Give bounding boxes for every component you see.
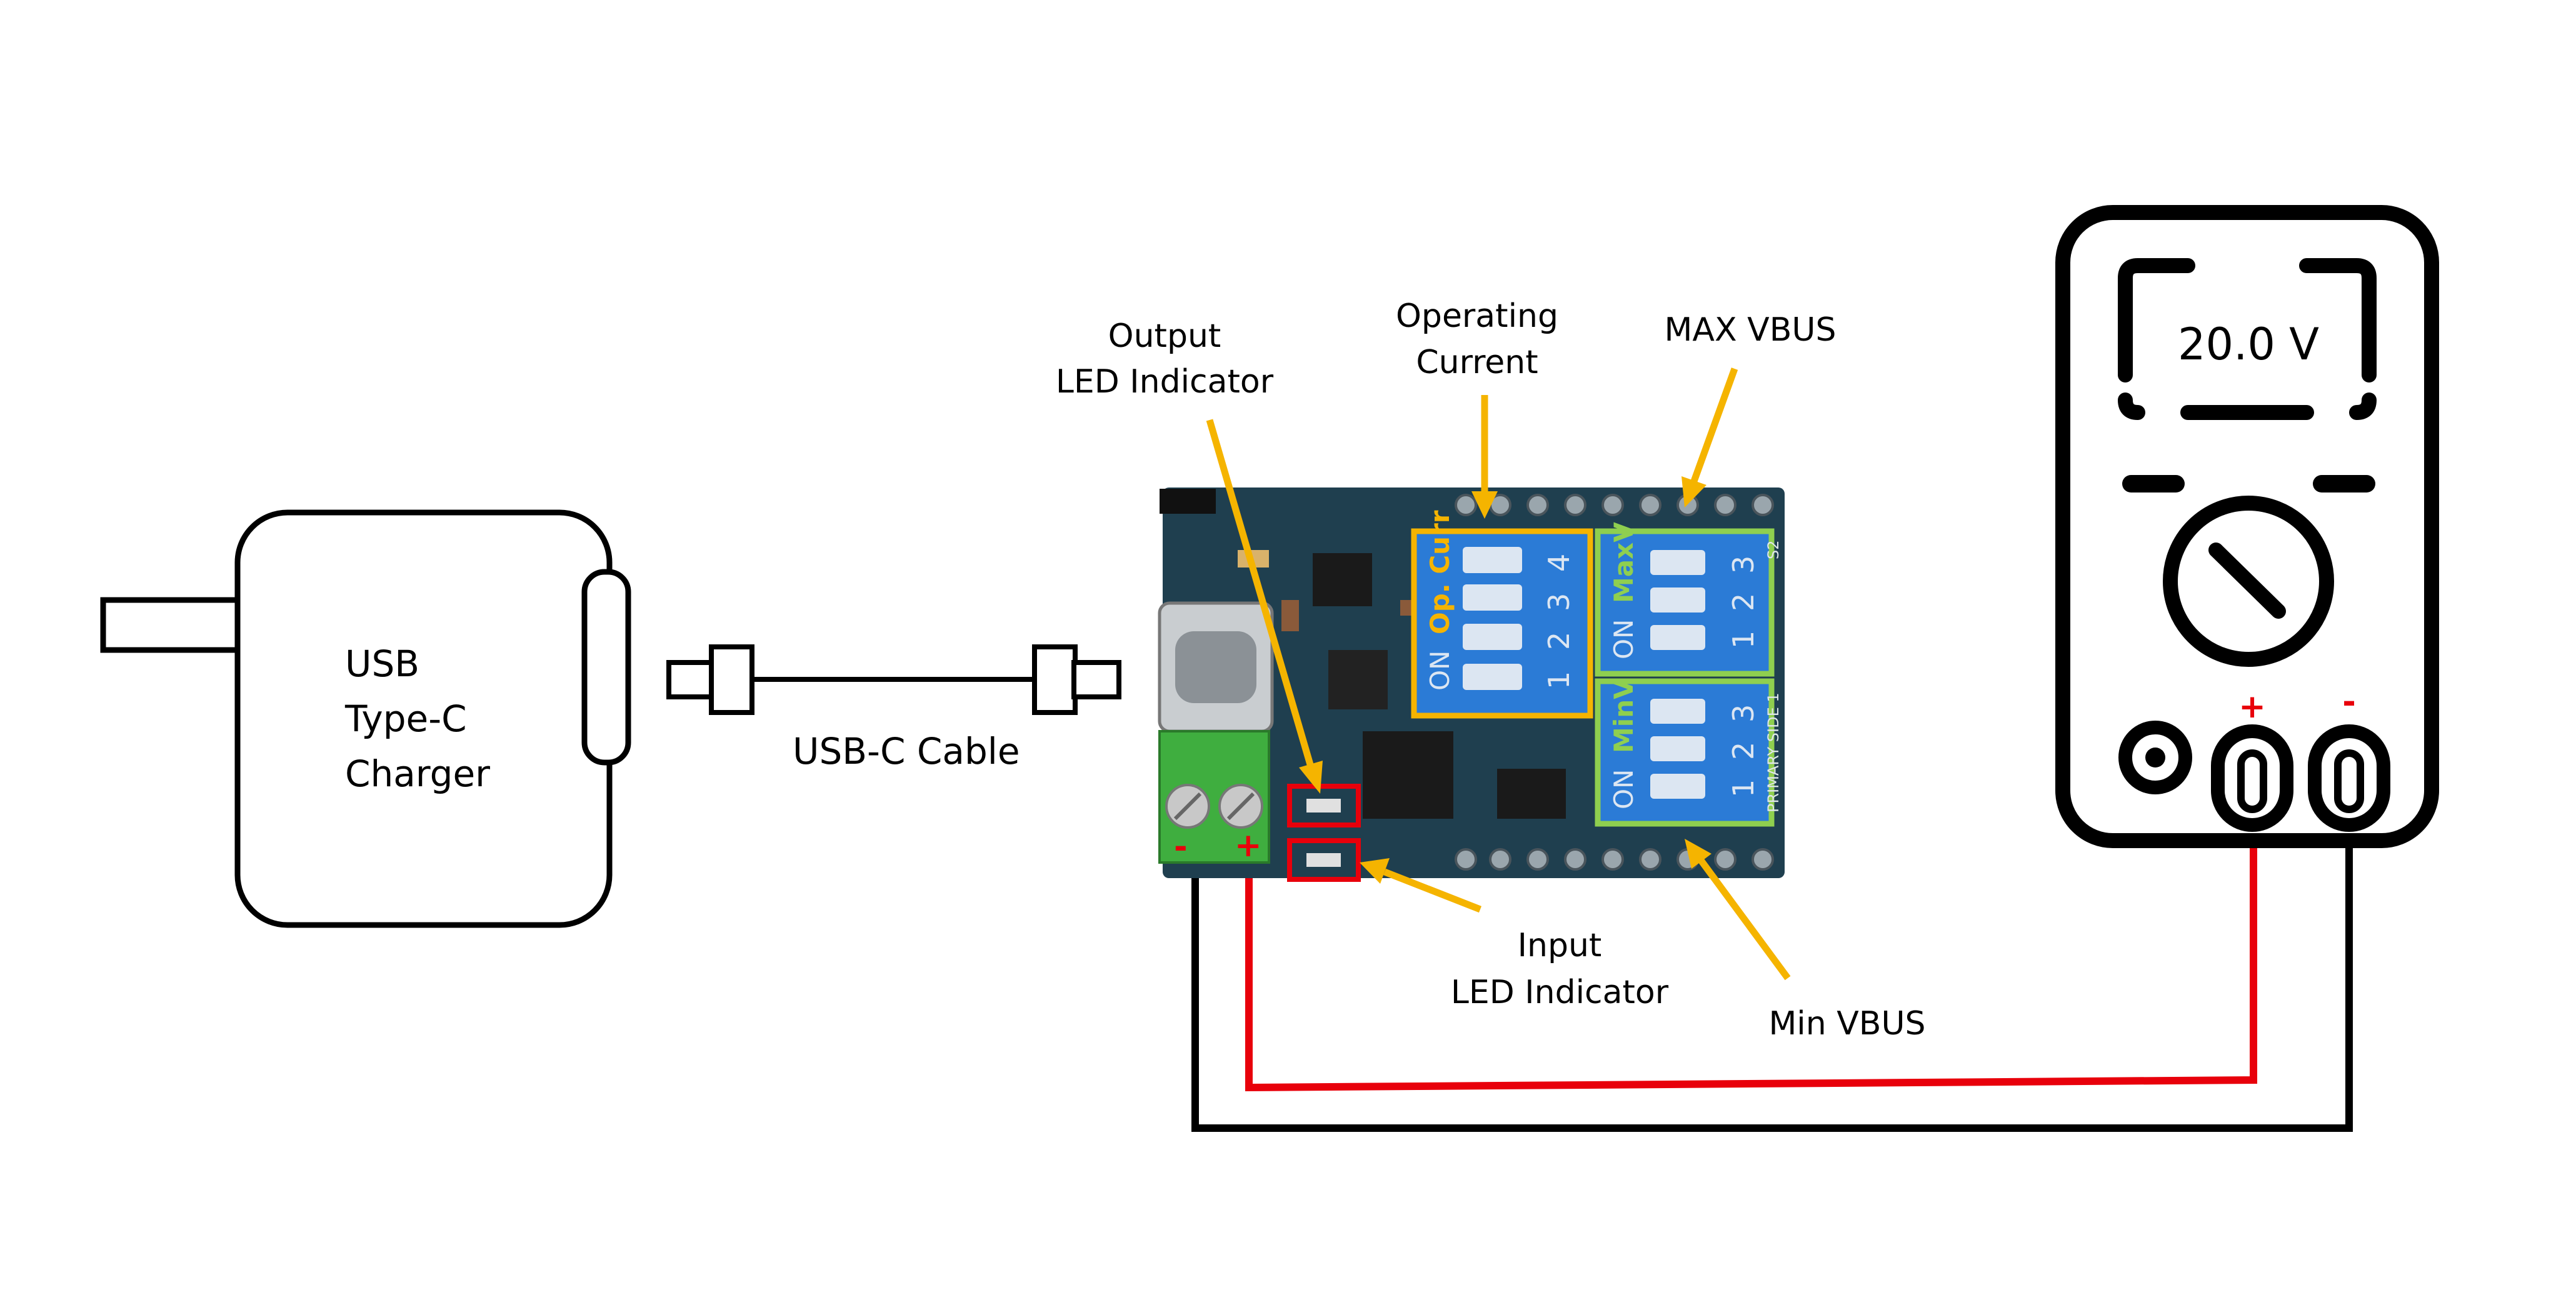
dip-minv-slot-2 [1650,736,1705,761]
label-min-vbus: Min VBUS [1768,1005,1925,1042]
multimeter-negative-jack-inner [2334,749,2364,813]
charger-label-line1: USB [345,642,419,685]
silk-s2: S2 [1765,540,1782,559]
dip-opcurrent-num-4: 4 [1542,554,1576,572]
multimeter-display-reading: 20.0 V [2178,319,2319,370]
label-input-led-line1: Input [1518,927,1602,964]
terminal-minus-label: - [1174,828,1188,866]
output-led-highlight [1287,784,1361,828]
arrow-min-vbus [1697,857,1791,981]
input-led [1306,853,1341,867]
dip-minv-num-2: 2 [1727,742,1760,760]
arrow-max-vbus [1690,368,1738,482]
silk-primary-side: PRIMARY SIDE 1 [1765,692,1782,812]
dip-minv-slot-1 [1650,774,1705,799]
wire-positive [1245,812,2257,1092]
dip-maxv-num-2: 2 [1727,593,1760,611]
terminal-plus-label: + [1235,827,1262,864]
multimeter-positive-jack-inner [2237,749,2267,813]
arrow-input-led-head [1360,858,1390,884]
cable-plug-left-body [709,644,754,715]
ic-controller [1328,650,1388,709]
mosfet [1363,731,1453,819]
arrow-output-led-head [1299,761,1323,794]
arrow-input-led [1383,868,1482,913]
cable-plug-right-body [1032,644,1078,715]
cable-label: USB-C Cable [793,730,1020,772]
dip-minv-num-1: 1 [1727,779,1760,798]
usb-c-cable: USB-C Cable [666,644,1121,772]
dip-minv-slot-3 [1650,699,1705,724]
charger-usb-port [581,569,631,766]
dip-minv-on: ON [1608,769,1639,809]
cable-plug-left-tip [666,660,715,699]
header-pins-bottom [1455,848,1774,871]
label-output-led-line2: LED Indicator [1056,363,1274,401]
callout-arrows [1206,368,1791,981]
dip-opcurrent-slot-1 [1463,664,1522,690]
dip-opcurrent-slot-3 [1463,584,1522,611]
charger-label-line3: Charger [345,752,490,795]
jumper [1160,489,1216,514]
cable-plug-right-tip [1071,660,1121,699]
arrow-min-vbus-head [1685,839,1711,869]
dip-switch-maxv: MaxV ON 3 2 1 [1595,522,1775,677]
multimeter: 20.0 V + - [2055,205,2439,848]
arrow-operating-current-head [1471,491,1498,519]
arrow-max-vbus-head [1681,476,1706,508]
label-operating-current-line2: Current [1416,344,1538,381]
usb-c-receptacle-opening [1175,631,1256,703]
dip-opcurrent-num-2: 2 [1542,632,1576,650]
dip-maxv-slot-2 [1650,588,1705,612]
dip-opcurrent-slot-4 [1463,547,1522,573]
multimeter-button-left [2122,475,2185,492]
dip-opcurrent-slot-2 [1463,624,1522,650]
multimeter-display-frame [2118,258,2377,420]
dip-opcurrent-num-1: 1 [1542,671,1576,689]
dip-switch-operating-current: Op. Curr ON 4 3 2 1 [1411,510,1593,719]
dip-maxv-slot-1 [1650,625,1705,650]
passives-2 [1281,600,1299,631]
multimeter-dial-pointer [2208,542,2286,619]
charger-cord-stub [100,597,241,653]
dip-maxv-slot-3 [1650,550,1705,575]
charger-label-line2: Type-C [344,698,467,740]
dip-minv-title: MinV [1608,679,1639,753]
ic-top [1313,553,1372,606]
dip-minv-num-3: 3 [1727,704,1760,722]
dip-switch-minv: MinV ON 3 2 1 [1595,678,1775,827]
dip-maxv-num-1: 1 [1727,631,1760,649]
label-max-vbus: MAX VBUS [1665,311,1837,349]
multimeter-minus-label: - [2342,683,2356,721]
output-led [1306,799,1341,812]
input-led-highlight [1287,838,1361,882]
pd-trigger-board: - + Op. Curr ON 4 3 2 1 MaxV ON [1158,488,1785,882]
dip-maxv-num-3: 3 [1727,556,1760,574]
dip-opcurrent-title: Op. Curr [1425,510,1455,634]
dip-opcurrent-on: ON [1425,651,1455,691]
arrow-output-led [1206,419,1315,770]
usb-charger: USB Type-C Charger [100,509,631,928]
multimeter-com-jack-center [2145,748,2165,768]
callout-labels: Output LED Indicator Operating Current M… [1056,298,1926,1042]
dip-opcurrent-num-3: 3 [1542,593,1576,611]
label-output-led-line1: Output [1108,318,1221,355]
ic-small [1497,769,1566,819]
multimeter-plus-label: + [2238,688,2266,726]
header-pins-top [1455,494,1774,516]
dip-maxv-title: MaxV [1608,522,1639,603]
label-input-led-line2: LED Indicator [1451,974,1669,1011]
label-operating-current-line1: Operating [1396,298,1558,335]
wire-negative [1191,812,2353,1132]
dip-maxv-on: ON [1608,619,1639,659]
multimeter-button-right [2313,475,2375,492]
